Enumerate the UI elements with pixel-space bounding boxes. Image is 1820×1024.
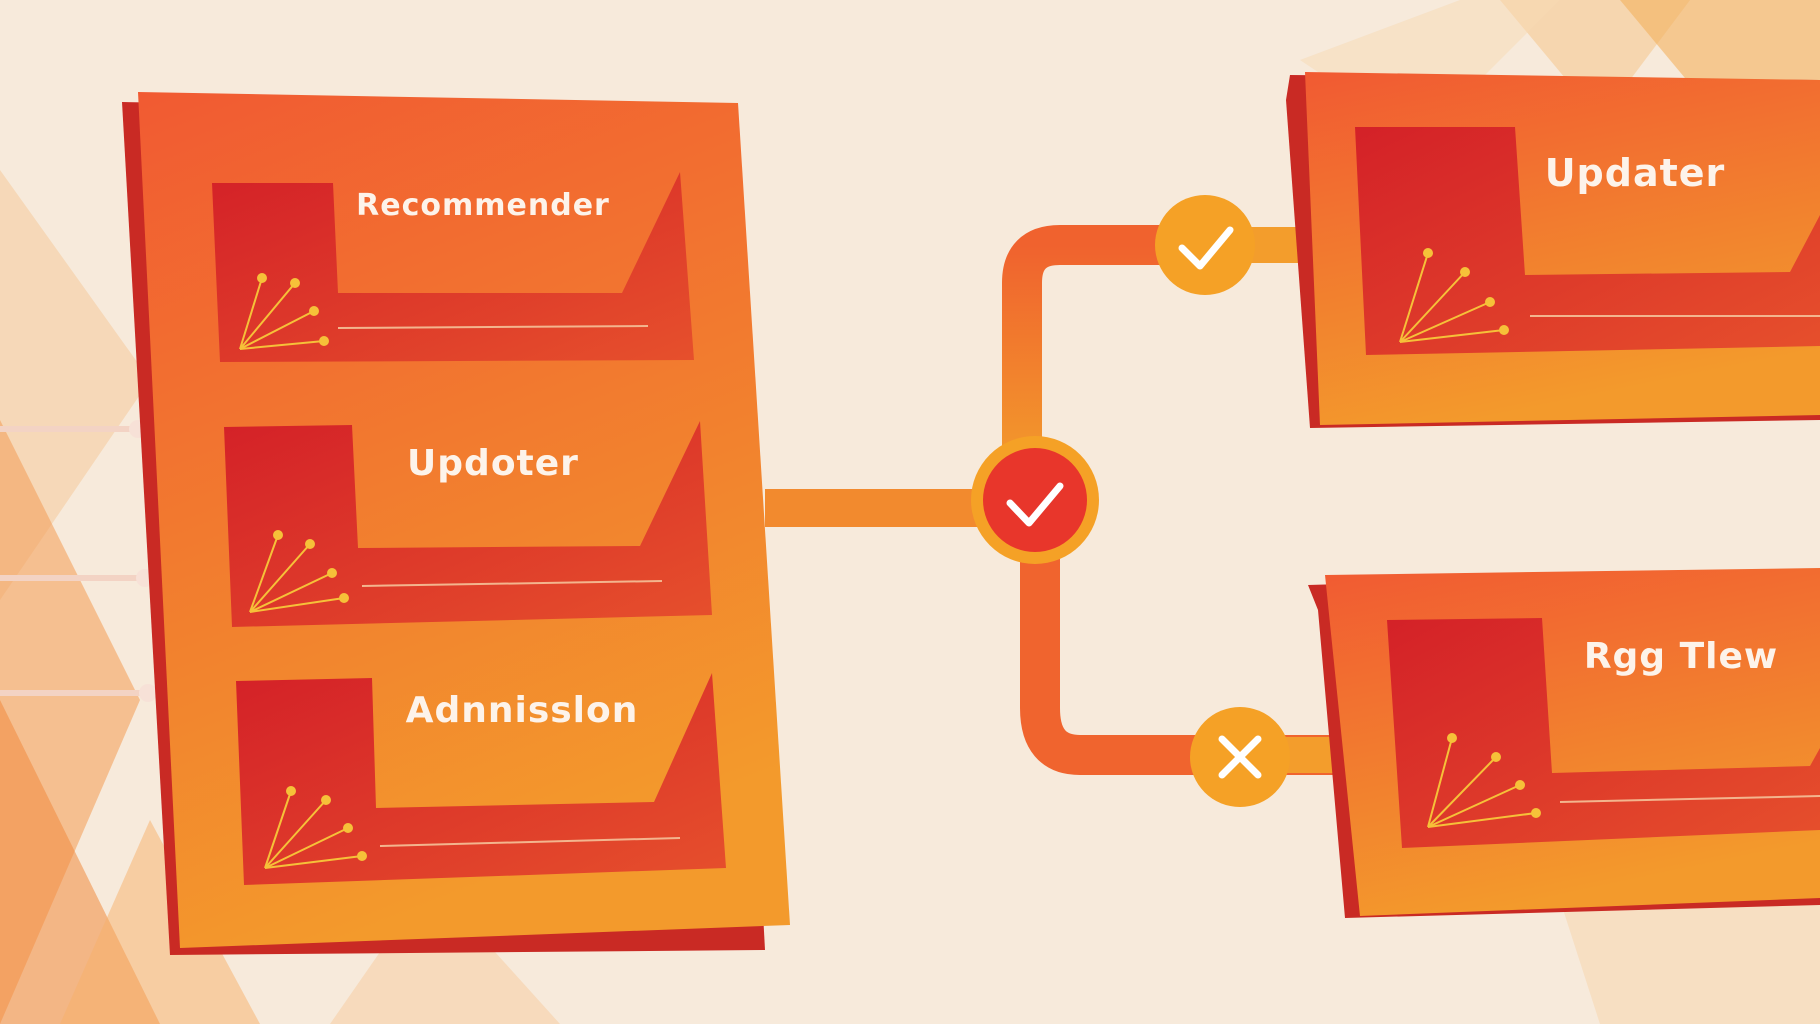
spark-icon	[264, 786, 367, 869]
right-panel-rgg-tlew	[1308, 568, 1820, 918]
stage-label-adnnisslon: Adnnisslon	[406, 690, 639, 731]
stage-card-rgg-tlew[interactable]	[1387, 618, 1820, 848]
spark-icon	[1399, 248, 1509, 343]
check-icon	[1006, 482, 1064, 527]
check-icon	[1178, 226, 1234, 270]
card-line	[1559, 795, 1820, 803]
spark-icon	[239, 273, 329, 350]
card-line	[337, 325, 649, 329]
stage-label-updater: Updater	[1545, 151, 1726, 195]
card-line	[361, 580, 663, 587]
cross-icon	[1218, 735, 1262, 779]
stage-label-updoter: Updoter	[407, 443, 579, 484]
stage-card-adnnisslon[interactable]	[236, 673, 726, 885]
updater-check-badge	[1155, 195, 1255, 295]
stage-label-rgg-tlew: Rgg Tlew	[1584, 636, 1778, 677]
card-line	[379, 837, 681, 847]
junction-check-badge	[971, 436, 1099, 564]
rgg-tlew-cross-badge	[1190, 707, 1290, 807]
stage-label-recommender: Recommender	[356, 188, 610, 223]
stage-card-updater[interactable]	[1355, 127, 1820, 355]
spark-icon	[1427, 733, 1541, 828]
input-lines	[0, 420, 157, 702]
spark-icon	[249, 530, 349, 613]
stage-card-recommender[interactable]	[212, 172, 694, 362]
stage-card-updoter[interactable]	[224, 421, 712, 627]
